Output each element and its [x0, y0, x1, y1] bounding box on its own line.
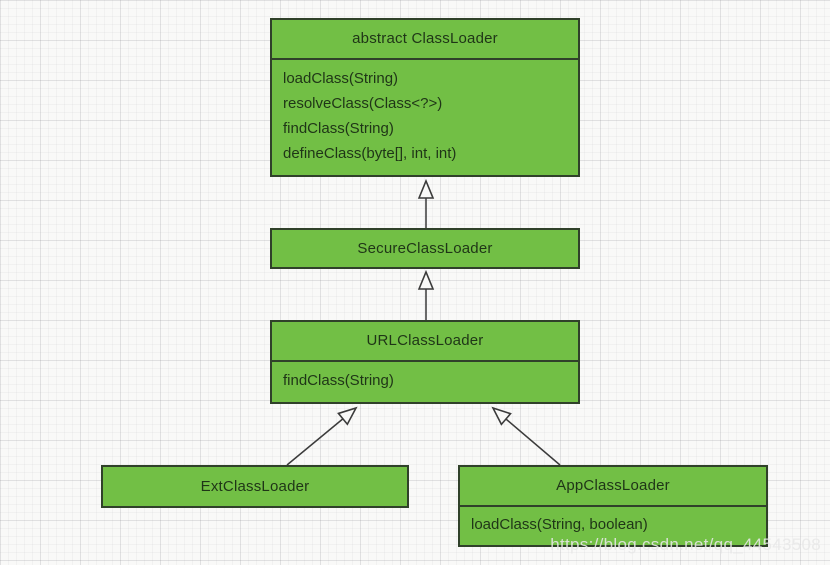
- class-title: AppClassLoader: [460, 467, 766, 507]
- class-title: ExtClassLoader: [200, 478, 310, 495]
- class-box-secureclassloader: SecureClassLoader: [270, 228, 580, 269]
- class-methods: loadClass(String) resolveClass(Class<?>)…: [272, 60, 578, 166]
- arrow-app-to-url: [491, 406, 561, 466]
- class-title: SecureClassLoader: [357, 240, 493, 257]
- class-method: loadClass(String): [283, 70, 399, 87]
- class-box-appclassloader: AppClassLoader loadClass(String, boolean…: [458, 465, 768, 547]
- class-method: resolveClass(Class<?>): [283, 95, 443, 112]
- class-method: defineClass(byte[], int, int): [283, 145, 457, 162]
- class-method: loadClass(String, boolean): [471, 516, 648, 533]
- class-box-urlclassloader: URLClassLoader findClass(String): [270, 320, 580, 404]
- class-method: findClass(String): [283, 120, 394, 137]
- class-title: abstract ClassLoader: [272, 20, 578, 60]
- class-box-extclassloader: ExtClassLoader: [101, 465, 409, 508]
- watermark: https://blog.csdn.net/qq_44543508: [550, 535, 821, 554]
- arrow-ext-to-url: [286, 406, 358, 466]
- class-title: URLClassLoader: [272, 322, 578, 362]
- class-box-classloader: abstract ClassLoader loadClass(String) r…: [270, 18, 580, 177]
- class-methods: loadClass(String, boolean): [460, 507, 766, 543]
- class-method: findClass(String): [283, 372, 394, 389]
- class-methods: findClass(String): [272, 362, 578, 400]
